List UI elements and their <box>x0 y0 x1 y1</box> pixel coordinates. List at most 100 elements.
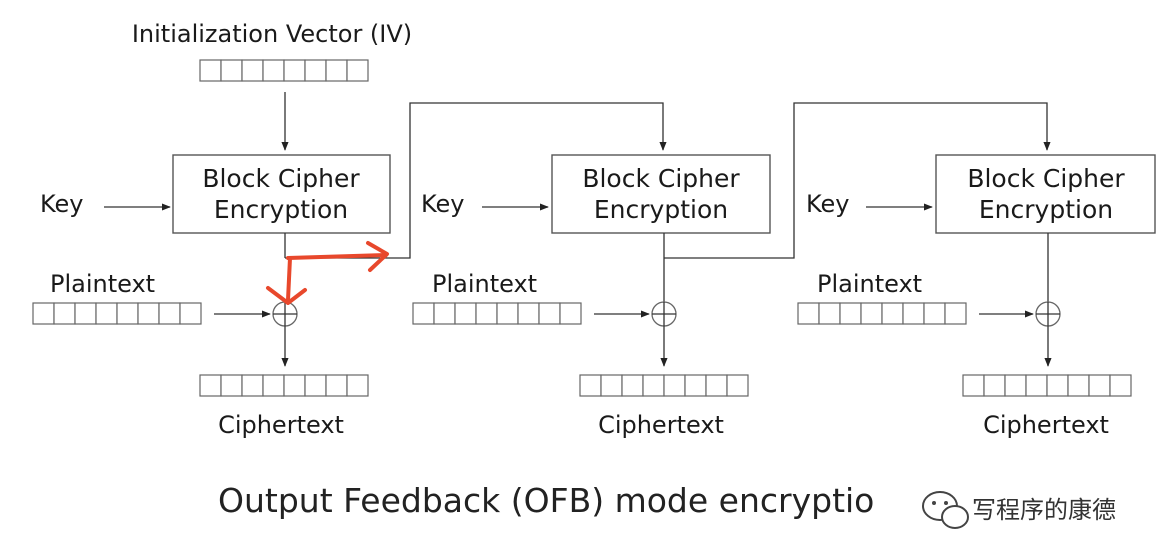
register-cell <box>797 302 820 325</box>
register-cell <box>1025 374 1048 397</box>
register-cell <box>241 374 264 397</box>
register-cell <box>1004 374 1027 397</box>
register-cell <box>454 302 477 325</box>
key-label: Key <box>421 190 465 218</box>
iv-label: Initialization Vector (IV) <box>132 20 412 48</box>
register-cell <box>839 302 862 325</box>
register-cell <box>496 302 519 325</box>
register-cell <box>199 374 222 397</box>
register-cell <box>818 302 841 325</box>
ciphertext-register <box>579 374 749 397</box>
register-cell <box>346 374 369 397</box>
plaintext-register <box>412 302 582 325</box>
register-cell <box>1067 374 1090 397</box>
register-cell <box>902 302 925 325</box>
plaintext-label: Plaintext <box>432 270 537 298</box>
register-cell <box>74 302 97 325</box>
register-cell <box>983 374 1006 397</box>
register-cell <box>412 302 435 325</box>
register-cell <box>95 302 118 325</box>
register-cell <box>881 302 904 325</box>
plaintext-label: Plaintext <box>817 270 922 298</box>
iv-register <box>199 59 369 82</box>
register-cell <box>433 302 456 325</box>
plaintext-register <box>797 302 967 325</box>
register-cell <box>325 374 348 397</box>
register-cell <box>241 59 264 82</box>
register-cell <box>304 374 327 397</box>
register-cell <box>1109 374 1132 397</box>
cipher-line2: Encryption <box>979 195 1113 224</box>
register-cell <box>663 374 686 397</box>
register-cell <box>600 374 623 397</box>
block-cipher-box <box>935 154 1156 234</box>
key-label: Key <box>806 190 850 218</box>
register-cell <box>684 374 707 397</box>
register-cell <box>346 59 369 82</box>
register-cell <box>262 374 285 397</box>
xor-icon <box>1035 301 1061 327</box>
wechat-icon <box>922 491 969 529</box>
red-arrowhead-right <box>366 241 389 272</box>
diagram-title: Output Feedback (OFB) mode encryptio <box>218 481 874 520</box>
register-cell <box>705 374 728 397</box>
register-cell <box>325 59 348 82</box>
register-cell <box>53 302 76 325</box>
red-arrow-right <box>286 253 388 260</box>
stage-3: Key Block Cipher Encryption Plaintext Ci… <box>797 154 1156 439</box>
ciphertext-label: Ciphertext <box>983 411 1109 439</box>
ciphertext-label: Ciphertext <box>598 411 724 439</box>
key-label: Key <box>40 190 84 218</box>
plaintext-register <box>32 302 202 325</box>
register-cell <box>283 374 306 397</box>
cipher-line1: Block Cipher <box>967 164 1125 193</box>
register-cell <box>517 302 540 325</box>
register-cell <box>220 374 243 397</box>
register-cell <box>262 59 285 82</box>
register-cell <box>579 374 602 397</box>
register-cell <box>137 302 160 325</box>
register-cell <box>944 302 967 325</box>
register-cell <box>304 59 327 82</box>
register-cell <box>32 302 55 325</box>
register-cell <box>559 302 582 325</box>
register-cell <box>860 302 883 325</box>
plaintext-label: Plaintext <box>50 270 155 298</box>
xor-icon <box>651 301 677 327</box>
stage-1: Key Block Cipher Encryption Plaintext Ci… <box>32 154 391 439</box>
register-cell <box>621 374 644 397</box>
xor-icon <box>272 301 298 327</box>
feedback-line-2 <box>664 102 1051 259</box>
register-cell <box>1088 374 1111 397</box>
register-cell <box>642 374 665 397</box>
ciphertext-label: Ciphertext <box>218 411 344 439</box>
ciphertext-register <box>199 374 369 397</box>
red-arrow-down <box>286 256 292 302</box>
watermark-text: 写程序的康德 <box>972 496 1116 524</box>
register-cell <box>962 374 985 397</box>
red-arrowhead-down <box>266 286 307 305</box>
block-cipher-box <box>172 154 391 234</box>
feedback-line-1 <box>285 102 667 259</box>
register-cell <box>475 302 498 325</box>
register-cell <box>116 302 139 325</box>
red-annotation-arrows <box>266 241 389 305</box>
cipher-line2: Encryption <box>214 195 348 224</box>
watermark: 写程序的康德 <box>922 491 1116 529</box>
register-cell <box>199 59 222 82</box>
register-cell <box>538 302 561 325</box>
cipher-line1: Block Cipher <box>582 164 740 193</box>
ciphertext-register <box>962 374 1132 397</box>
stage-2: Key Block Cipher Encryption Plaintext Ci… <box>412 154 771 439</box>
cipher-line2: Encryption <box>594 195 728 224</box>
register-cell <box>923 302 946 325</box>
block-cipher-box <box>551 154 771 234</box>
register-cell <box>726 374 749 397</box>
register-cell <box>283 59 306 82</box>
register-cell <box>179 302 202 325</box>
register-cell <box>220 59 243 82</box>
register-cell <box>158 302 181 325</box>
register-cell <box>1046 374 1069 397</box>
cipher-line1: Block Cipher <box>202 164 360 193</box>
